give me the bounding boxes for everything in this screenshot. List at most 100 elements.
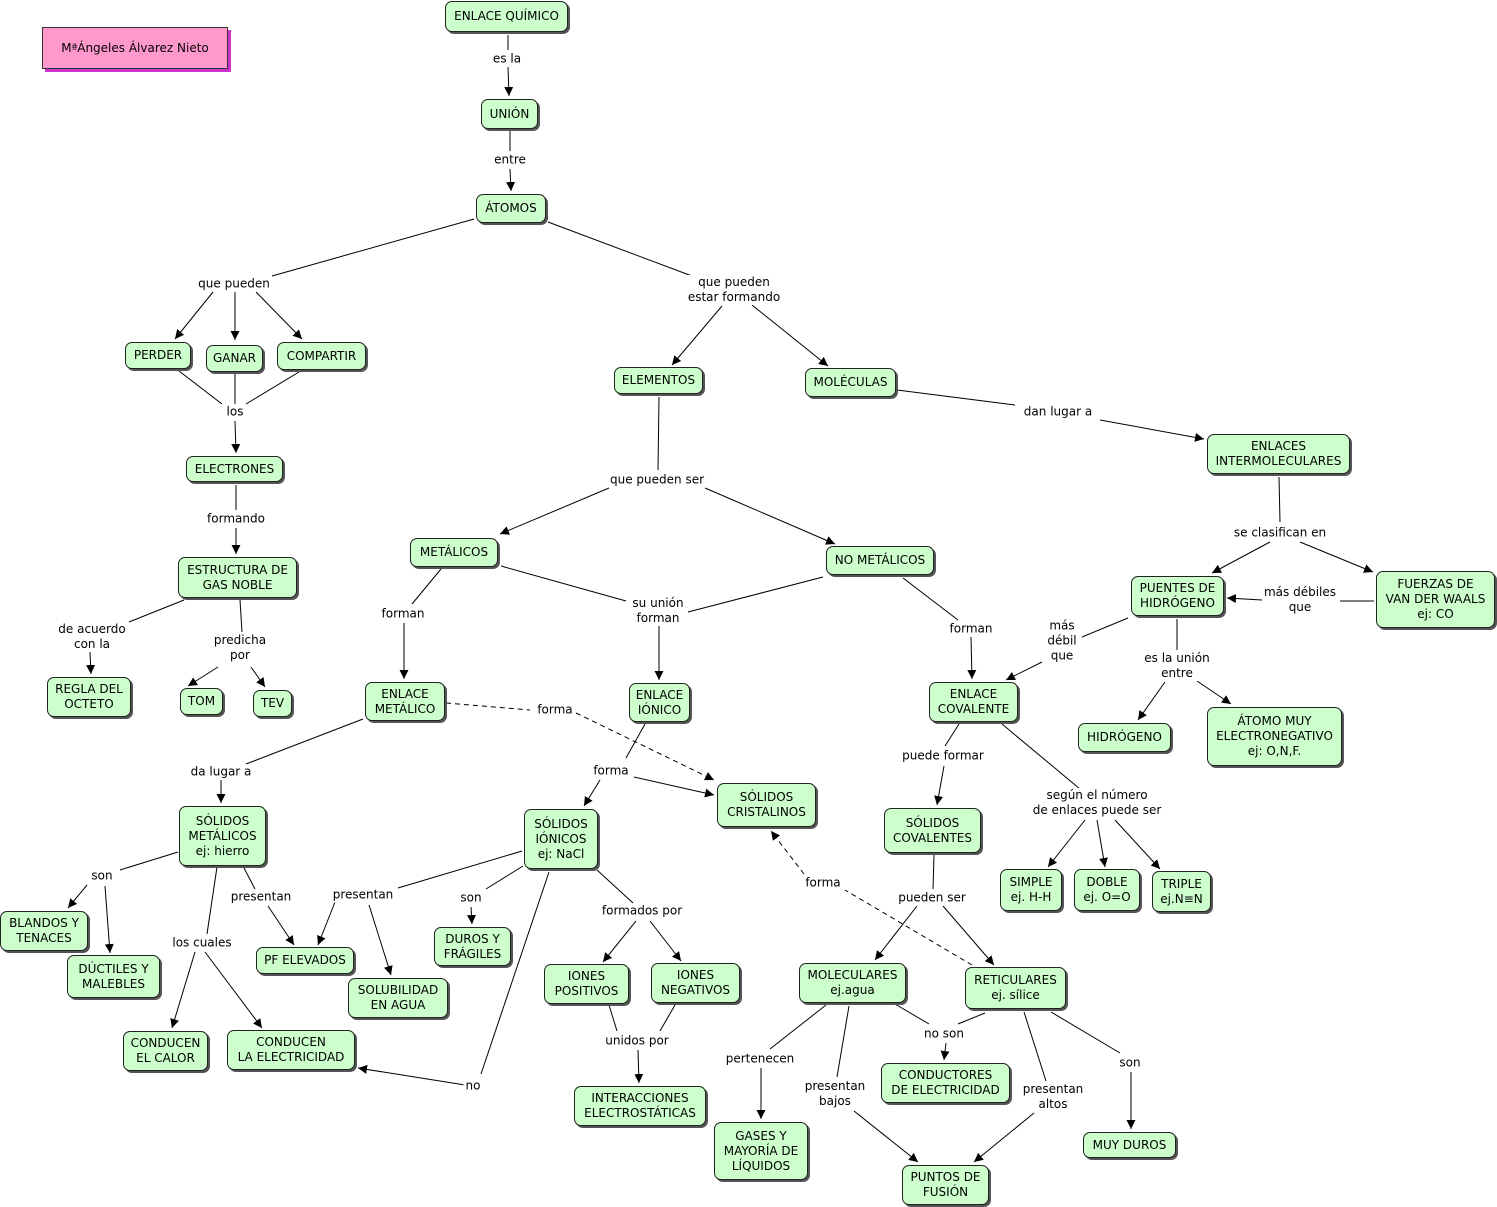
link-label-de-acuerdo-con-la: de acuerdo con la bbox=[56, 622, 128, 652]
arrow-connector-89 bbox=[853, 1110, 919, 1163]
line-connector-11 bbox=[178, 370, 223, 405]
node-metalicos[interactable]: METÁLICOS bbox=[410, 538, 498, 567]
arrow-connector-59 bbox=[104, 885, 114, 954]
arrow-connector-33 bbox=[1005, 661, 1043, 681]
link-label-forman-no-metalicos: forman bbox=[947, 621, 995, 637]
line-connector-78 bbox=[844, 889, 973, 966]
node-atomos[interactable]: ÁTOMOS bbox=[476, 194, 546, 223]
arrow-connector-9 bbox=[671, 305, 723, 366]
link-label-da-lugar-a: da lugar a bbox=[188, 764, 254, 780]
link-label-mas-debiles-que: más débiles que bbox=[1261, 585, 1339, 615]
line-connector-22 bbox=[657, 396, 660, 471]
node-simple[interactable]: SIMPLE ej. H-H bbox=[1000, 869, 1062, 911]
line-connector-39 bbox=[500, 565, 627, 602]
line-connector-80 bbox=[932, 854, 935, 890]
node-puntos-fusion[interactable]: PUNTOS DE FUSIÓN bbox=[902, 1165, 989, 1205]
node-ganar[interactable]: GANAR bbox=[206, 345, 263, 372]
line-connector-76 bbox=[659, 1004, 676, 1032]
line-connector-44 bbox=[445, 702, 531, 711]
link-label-puede-formar: puede formar bbox=[900, 748, 986, 764]
link-label-son-ionicos: son bbox=[458, 890, 484, 906]
arrow-connector-24 bbox=[704, 487, 836, 545]
line-connector-73 bbox=[480, 871, 550, 1075]
arrow-connector-66 bbox=[317, 901, 336, 946]
node-electrones[interactable]: ELECTRONES bbox=[186, 456, 283, 482]
arrow-connector-79 bbox=[770, 830, 805, 875]
node-ductiles-maleables[interactable]: DÚCTILES Y MALEBLES bbox=[67, 955, 160, 998]
arrow-connector-35 bbox=[1137, 681, 1166, 721]
node-union[interactable]: UNIÓN bbox=[481, 99, 538, 129]
link-label-forma-covalente: forma bbox=[803, 875, 843, 891]
arrow-connector-26 bbox=[1099, 419, 1205, 442]
node-elementos[interactable]: ELEMENTOS bbox=[614, 367, 703, 394]
node-iones-negativos[interactable]: IONES NEGATIVOS bbox=[651, 963, 740, 1003]
node-duros-fragiles[interactable]: DUROS Y FRÁGILES bbox=[434, 927, 511, 966]
node-enlace-ionico[interactable]: ENLACE IÓNICO bbox=[629, 683, 690, 722]
arrow-connector-14 bbox=[231, 420, 241, 454]
arrow-connector-28 bbox=[1211, 541, 1271, 574]
line-connector-49 bbox=[245, 718, 364, 765]
node-enlace-covalente[interactable]: ENLACE COVALENTE bbox=[929, 682, 1018, 722]
line-connector-13 bbox=[245, 371, 300, 405]
node-conducen-calor[interactable]: CONDUCEN EL CALOR bbox=[123, 1031, 208, 1071]
node-solidos-covalentes[interactable]: SÓLIDOS COVALENTES bbox=[884, 808, 981, 853]
line-connector-37 bbox=[411, 568, 442, 605]
node-puentes-hidrogeno[interactable]: PUENTES DE HIDRÓGENO bbox=[1131, 576, 1224, 616]
link-label-los-cuales: los cuales bbox=[170, 935, 234, 951]
arrow-connector-48 bbox=[633, 776, 715, 798]
node-muy-duros[interactable]: MUY DUROS bbox=[1083, 1132, 1176, 1158]
link-label-formados-por: formados por bbox=[599, 903, 685, 919]
line-connector-5 bbox=[547, 221, 693, 277]
arrow-connector-72 bbox=[649, 920, 682, 962]
node-enlace-metalico[interactable]: ENLACE METÁLICO bbox=[365, 682, 445, 721]
node-triple[interactable]: TRIPLE ej.N≡N bbox=[1152, 871, 1211, 912]
node-moleculares[interactable]: MOLECULARES ej.agua bbox=[799, 963, 906, 1003]
arrow-connector-56 bbox=[1114, 819, 1161, 870]
node-blandos-tenaces[interactable]: BLANDOS Y TENACES bbox=[0, 911, 88, 951]
link-label-que-pueden-estar-formando: que pueden estar formando bbox=[685, 275, 783, 305]
line-connector-92 bbox=[1050, 1011, 1121, 1054]
node-iones-positivos[interactable]: IONES POSITIVOS bbox=[544, 964, 629, 1004]
link-label-presentan-altos: presentan altos bbox=[1020, 1082, 1086, 1112]
node-hidrogeno[interactable]: HIDRÓGENO bbox=[1078, 723, 1171, 752]
node-enlace-quimico[interactable]: ENLACE QUÍMICO bbox=[445, 1, 568, 32]
node-solidos-metalicos[interactable]: SÓLIDOS METÁLICOS ej: hierro bbox=[179, 806, 266, 866]
node-conductores-electricidad[interactable]: CONDUCTORES DE ELECTRICIDAD bbox=[881, 1063, 1010, 1103]
node-reticulares[interactable]: RETICULARES ej. sílice bbox=[965, 967, 1066, 1009]
line-connector-19 bbox=[239, 599, 243, 633]
node-interacciones-electrostaticas[interactable]: INTERACCIONES ELECTROSTÁTICAS bbox=[574, 1086, 706, 1126]
node-conducen-electricidad[interactable]: CONDUCEN LA ELECTRICIDAD bbox=[227, 1030, 355, 1070]
link-label-se-clasifican-en: se clasifican en bbox=[1231, 525, 1329, 541]
link-label-dan-lugar-a: dan lugar a bbox=[1021, 404, 1095, 420]
node-moleculas[interactable]: MOLÉCULAS bbox=[805, 368, 896, 397]
link-label-presentan-bajos: presentan bajos bbox=[802, 1079, 868, 1109]
node-gases-liquidos[interactable]: GASES Y MAYORÍA DE LÍQUIDOS bbox=[714, 1122, 808, 1180]
arrow-connector-54 bbox=[1047, 819, 1086, 868]
arrow-connector-69 bbox=[466, 906, 476, 925]
arrow-connector-23 bbox=[499, 487, 610, 535]
link-label-segun-numero-enlaces: según el número de enlaces puede ser bbox=[1030, 788, 1164, 818]
node-enlaces-intermoleculares[interactable]: ENLACES INTERMOLECULARES bbox=[1207, 434, 1350, 474]
line-connector-32 bbox=[1081, 617, 1129, 638]
line-connector-60 bbox=[243, 867, 256, 890]
node-pf-elevados[interactable]: PF ELEVADOS bbox=[256, 947, 354, 974]
arrow-connector-10 bbox=[751, 304, 829, 367]
node-perder[interactable]: PERDER bbox=[125, 342, 191, 369]
node-solidos-ionicos[interactable]: SÓLIDOS IÓNICOS ej: NaCl bbox=[524, 809, 598, 869]
arrow-connector-36 bbox=[1196, 680, 1232, 705]
node-doble[interactable]: DOBLE ej. O=O bbox=[1074, 869, 1140, 911]
arrow-connector-6 bbox=[174, 291, 214, 340]
node-van-der-waals[interactable]: FUERZAS DE VAN DER WAALS ej: CO bbox=[1376, 571, 1495, 628]
node-regla-octeto[interactable]: REGLA DEL OCTETO bbox=[47, 677, 131, 717]
node-solubilidad-agua[interactable]: SOLUBILIDAD EN AGUA bbox=[348, 978, 448, 1018]
arrow-connector-8 bbox=[255, 291, 303, 340]
node-atomo-electronegativo[interactable]: ÁTOMO MUY ELECTRONEGATIVO ej: O,N,F. bbox=[1207, 707, 1342, 766]
node-compartir[interactable]: COMPARTIR bbox=[277, 342, 366, 370]
node-tev[interactable]: TEV bbox=[253, 690, 292, 717]
node-estructura-gas-noble[interactable]: ESTRUCTURA DE GAS NOBLE bbox=[178, 557, 297, 598]
node-tom[interactable]: TOM bbox=[180, 688, 223, 715]
node-no-metalicos[interactable]: NO METÁLICOS bbox=[826, 546, 934, 575]
node-solidos-cristalinos[interactable]: SÓLIDOS CRISTALINOS bbox=[717, 783, 816, 827]
line-connector-17 bbox=[128, 599, 185, 623]
